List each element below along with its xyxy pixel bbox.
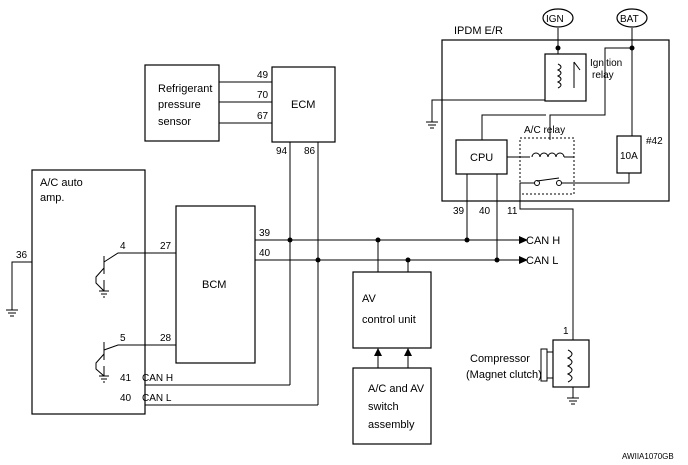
- bat-label: BAT: [620, 14, 639, 25]
- av-unit-label-2: control unit: [362, 314, 416, 326]
- figure-code: AWIIA1070GB: [622, 452, 674, 461]
- pin-ipdm-39: 39: [453, 206, 465, 217]
- ignition-relay-label-1: Ignition: [590, 58, 622, 69]
- pin-amp-5: 5: [120, 333, 126, 344]
- pin-amp-41: 41: [120, 373, 132, 384]
- bcm-box: [175, 205, 256, 364]
- can-l-arrow-icon: [519, 256, 528, 264]
- magnet-clutch-plate: [540, 348, 548, 382]
- wire-cpu-supply: [481, 114, 546, 140]
- ignition-relay-box: [544, 53, 587, 102]
- can-h-label: CAN H: [526, 235, 560, 247]
- compressor-coil: [566, 349, 573, 383]
- amp-can-l-label: CAN L: [142, 393, 172, 404]
- pin-ecm-94: 94: [276, 146, 288, 157]
- junction-can-l-av: [405, 257, 411, 263]
- fuse-10a-box: [616, 135, 642, 174]
- pin-ecm-67: 67: [257, 111, 269, 122]
- fuse-number-label: #42: [646, 136, 663, 147]
- pin-ipdm-40: 40: [479, 206, 491, 217]
- ipdm-label: IPDM E/R: [454, 25, 503, 37]
- av-switch-label-3: assembly: [368, 419, 415, 431]
- pin-compressor-1: 1: [563, 326, 569, 337]
- ac-relay-label: A/C relay: [524, 125, 565, 136]
- wire-bat-relay: [549, 47, 632, 140]
- compressor-label-1: Compressor: [470, 353, 530, 365]
- wire-ipdm-ground: [431, 99, 545, 122]
- wire-relay-out: [519, 182, 535, 186]
- pin-amp-4: 4: [120, 241, 126, 252]
- av-control-unit-box: [352, 271, 432, 349]
- ignition-relay-label-2: relay: [592, 70, 614, 81]
- junction-can-l-ecm: [315, 257, 321, 263]
- av-switch-label-2: switch: [368, 401, 399, 413]
- ac-amp-label-2: amp.: [40, 192, 64, 204]
- ac-relay-coil: [531, 152, 565, 158]
- compressor-label-2: (Magnet clutch): [466, 369, 542, 381]
- wire-ipdm-compressor: [519, 186, 574, 340]
- cpu-box: [455, 139, 508, 175]
- can-h-arrow-icon: [519, 236, 528, 244]
- pin-bcm-27: 27: [160, 241, 172, 252]
- junction-can-h-ecm: [287, 237, 293, 243]
- pin-ecm-86: 86: [304, 146, 316, 157]
- pin-bcm-28: 28: [160, 333, 172, 344]
- ac-relay-blade: [536, 177, 560, 182]
- ignition-relay-coil: [556, 63, 562, 89]
- pin-ecm-70: 70: [257, 90, 269, 101]
- wire-amp-ground: [11, 261, 32, 310]
- switch-arrow-icon-2: [404, 348, 412, 356]
- ac-auto-amp-box: [31, 169, 146, 415]
- ign-junction: [555, 45, 561, 51]
- pin-ipdm-11: 11: [507, 206, 518, 217]
- ign-source-icon: [542, 8, 574, 28]
- av-switch-label-1: A/C and AV: [368, 383, 425, 395]
- pin-bcm-40: 40: [259, 248, 271, 259]
- junction-can-h-av: [375, 237, 381, 243]
- amp-can-h-label: CAN H: [142, 373, 173, 384]
- transistor-leg-2: [95, 353, 105, 377]
- pin-bcm-39: 39: [259, 228, 271, 239]
- refrigerant-sensor-box: [144, 64, 220, 142]
- switch-arrow-icon-1: [374, 348, 382, 356]
- amp-internal-wire-4: [103, 252, 145, 263]
- sensor-label-3: sensor: [158, 116, 191, 128]
- ign-label: IGN: [546, 14, 564, 25]
- ac-amp-label-1: A/C auto: [40, 177, 83, 189]
- pin-ecm-49: 49: [257, 70, 269, 81]
- ignition-relay-contact: [573, 61, 581, 71]
- av-switch-assembly-box: [352, 367, 432, 445]
- ecm-label: ECM: [291, 99, 315, 111]
- can-l-label: CAN L: [526, 255, 558, 267]
- sensor-label-1: Refrigerant: [158, 83, 212, 95]
- bat-source-icon: [616, 8, 648, 28]
- bcm-label: BCM: [202, 279, 226, 291]
- cpu-label: CPU: [470, 152, 493, 164]
- fuse-label: 10A: [620, 151, 638, 162]
- junction-can-l-ipdm: [494, 257, 500, 263]
- transistor-leg-1: [95, 267, 105, 292]
- pin-amp-40: 40: [120, 393, 132, 404]
- sensor-label-2: pressure: [158, 99, 201, 111]
- ecm-box: [271, 66, 336, 143]
- ac-relay-frame: [519, 137, 575, 195]
- wire-relay-fuse: [561, 173, 630, 184]
- junction-can-h-ipdm: [464, 237, 470, 243]
- av-unit-label-1: AV: [362, 293, 377, 305]
- pin-amp-36: 36: [16, 250, 28, 261]
- amp-internal-wire-5: [103, 344, 145, 351]
